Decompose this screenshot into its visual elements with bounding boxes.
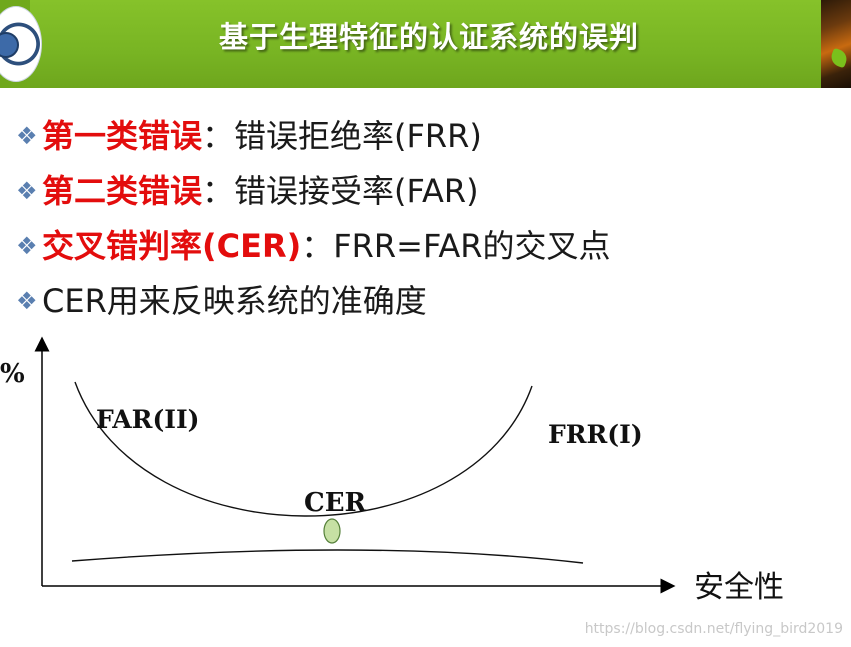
far-curve bbox=[71, 549, 584, 564]
slide-header: 基于生理特征的认证系统的误判 bbox=[0, 0, 851, 88]
title-bar bbox=[30, 0, 822, 88]
frr-curve bbox=[74, 381, 533, 517]
bullet-highlight: 第一类错误 bbox=[42, 117, 203, 155]
diamond-bullet-icon: ❖ bbox=[16, 177, 38, 205]
error-rate-diagram: % FAR(II) FRR(I) CER 安全性 bbox=[0, 336, 784, 605]
cer-label: CER bbox=[304, 488, 367, 518]
bullet-text: ：错误接受率(FAR) bbox=[202, 172, 479, 210]
diamond-bullet-icon: ❖ bbox=[16, 232, 38, 260]
frr-curve-label: FRR(I) bbox=[548, 420, 643, 449]
diamond-bullet-icon: ❖ bbox=[16, 287, 38, 315]
bullet-item-far: ❖第二类错误：错误接受率(FAR) bbox=[16, 167, 479, 215]
bullet-item-frr: ❖第一类错误：错误拒绝率(FRR) bbox=[16, 112, 482, 160]
y-axis-label: % bbox=[0, 359, 25, 389]
cer-point-marker bbox=[323, 518, 341, 544]
x-axis-label: 安全性 bbox=[694, 570, 784, 605]
corner-decoration bbox=[821, 0, 851, 88]
watermark-url: https://blog.csdn.net/flying_bird2019 bbox=[584, 621, 843, 637]
bullet-text: ：错误拒绝率(FRR) bbox=[202, 117, 482, 155]
logo-emblem-icon bbox=[0, 32, 19, 58]
bullet-item-accuracy: ❖CER用来反映系统的准确度 bbox=[16, 277, 427, 325]
far-curve-label: FAR(II) bbox=[96, 405, 200, 434]
bullet-highlight: 交叉错判率(CER) bbox=[42, 227, 302, 265]
bullet-text: CER用来反映系统的准确度 bbox=[42, 282, 427, 320]
diamond-bullet-icon: ❖ bbox=[16, 122, 38, 150]
bullet-item-cer: ❖交叉错判率(CER)：FRR=FAR的交叉点 bbox=[16, 222, 611, 270]
slide-title: 基于生理特征的认证系统的误判 bbox=[218, 20, 639, 54]
university-logo bbox=[0, 6, 42, 82]
bullet-text: ：FRR=FAR的交叉点 bbox=[301, 227, 611, 265]
bullet-highlight: 第二类错误 bbox=[42, 172, 203, 210]
leaf-icon bbox=[828, 47, 850, 69]
